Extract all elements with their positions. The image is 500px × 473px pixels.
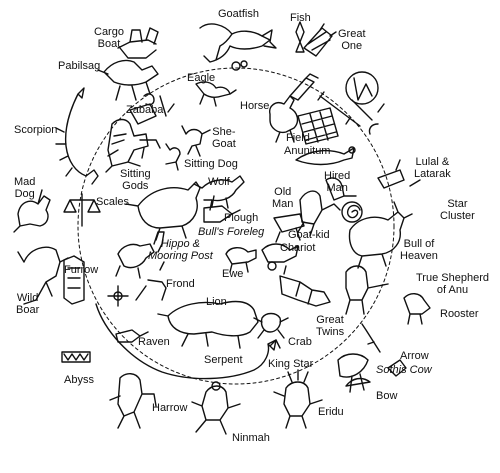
label-arrow: Arrow (400, 350, 429, 362)
lion-figure (157, 300, 259, 349)
horse-star (289, 73, 319, 101)
she-goat-figure (181, 125, 211, 157)
great-one-figure (303, 23, 337, 57)
lulal-latarak-circle (345, 71, 379, 105)
label-plough: Plough (224, 212, 259, 224)
label-lion: Lion (206, 296, 227, 308)
label-eagle: Eagle (187, 72, 216, 84)
serpent-figure (95, 303, 277, 380)
bow-figure (345, 377, 371, 387)
great-twins-figure (279, 265, 331, 307)
field-figure (297, 107, 339, 145)
rooster-figure (403, 293, 431, 325)
label-lulal-latarak: Lulal & Latarak (414, 156, 451, 180)
label-serpent: Serpent (204, 354, 243, 366)
label-scorpion: Scorpion (14, 124, 58, 136)
label-goatfish: Goatfish (218, 8, 259, 20)
ecliptic-circle (77, 67, 395, 385)
mooring-post-figure (153, 231, 165, 253)
label-cargo-boat: Cargo Boat (94, 26, 124, 50)
harrow-figure (109, 373, 157, 429)
label-mad-dog: Mad Dog (14, 176, 36, 200)
label-sitting-dog: Sitting Dog (184, 158, 238, 170)
label-true-shepherd: True Shepherd of Anu (416, 272, 489, 296)
label-wild-boar: Wild Boar (16, 292, 40, 316)
abyss-figure (61, 351, 91, 363)
label-bull-of-heaven: Bull of Heaven (400, 238, 438, 262)
label-ewe: Ewe (222, 268, 244, 280)
king-star-figure (269, 339, 281, 349)
label-raven: Raven (138, 336, 170, 348)
sitting-gods-figure (105, 118, 161, 173)
chariot-figure (261, 243, 299, 263)
spear-figure (317, 91, 361, 127)
eagle-star (231, 61, 241, 71)
label-eridu: Eridu (318, 406, 344, 418)
ewe-figure (225, 247, 257, 273)
label-crab: Crab (288, 336, 312, 348)
eagle-figure (195, 81, 237, 107)
frond-figure (135, 261, 167, 301)
lulal-latarak-dancers (377, 159, 421, 189)
mad-dog-figure (13, 189, 51, 233)
sothis-cow-figure (337, 353, 369, 393)
small-figure-right (387, 359, 407, 377)
scales-figure (63, 193, 101, 227)
label-hired-man: Hired Man (324, 170, 351, 194)
hippo-figure (115, 243, 155, 279)
label-ninmah: Ninmah (232, 432, 270, 444)
label-king-star: King Star (268, 358, 314, 370)
label-star-cluster: Star Cluster (440, 198, 475, 222)
label-she-goat: She- Goat (212, 126, 236, 150)
label-rooster: Rooster (440, 308, 479, 320)
cargo-boat-figure (117, 27, 159, 59)
label-wolf: Wolf (208, 176, 230, 188)
hired-man-figure (325, 177, 357, 201)
label-field: Field (286, 132, 310, 144)
label-hippo-mooring-post: Hippo & Mooring Post (148, 238, 213, 262)
label-zababa: Zababa (126, 104, 164, 116)
label-old-man: Old Man (272, 186, 294, 210)
label-great-one: Great One (338, 28, 366, 52)
bull-of-heaven-figure (348, 201, 413, 269)
wolf-figure (193, 175, 245, 211)
pabilsag-figure (97, 59, 159, 101)
furrow-figure (63, 255, 85, 305)
ninmah-figure (191, 385, 241, 435)
label-chariot: Chariot (280, 242, 316, 254)
fish-figure (295, 21, 305, 53)
zababa-figure (129, 93, 175, 125)
label-goat-kid: Goat-kid (288, 229, 330, 241)
label-bow: Bow (376, 390, 398, 402)
label-pabilsag: Pabilsag (58, 60, 101, 72)
label-sothis-cow: Sothis Cow (376, 364, 432, 376)
scorpion-figure (55, 87, 99, 185)
label-abyss: Abyss (64, 374, 94, 386)
label-furrow: Furrow (64, 264, 99, 276)
label-frond: Frond (166, 278, 195, 290)
horse-figure (269, 95, 299, 143)
label-sitting-gods: Sitting Gods (120, 168, 151, 192)
label-bulls-foreleg: Bull's Foreleg (198, 226, 265, 238)
arrow-figure (361, 323, 381, 353)
label-harrow: Harrow (152, 402, 188, 414)
wild-boar-figure (17, 246, 69, 305)
label-great-twins: Great Twins (316, 314, 345, 338)
crab-figure (253, 312, 289, 339)
eridu-figure (273, 381, 323, 429)
goatfish-figure (199, 23, 271, 63)
goat-kid-figure (273, 213, 305, 243)
plough-figure (203, 195, 241, 223)
sitting-dog-figure (165, 143, 181, 171)
true-shepherd-figure (345, 265, 389, 315)
star-cluster-spiral (341, 201, 363, 223)
label-anunitum: Anunitum (284, 145, 331, 157)
old-man-figure (297, 190, 341, 237)
label-scales: Scales (96, 196, 130, 208)
label-horse: Horse (240, 100, 270, 112)
label-fish: Fish (290, 12, 311, 24)
